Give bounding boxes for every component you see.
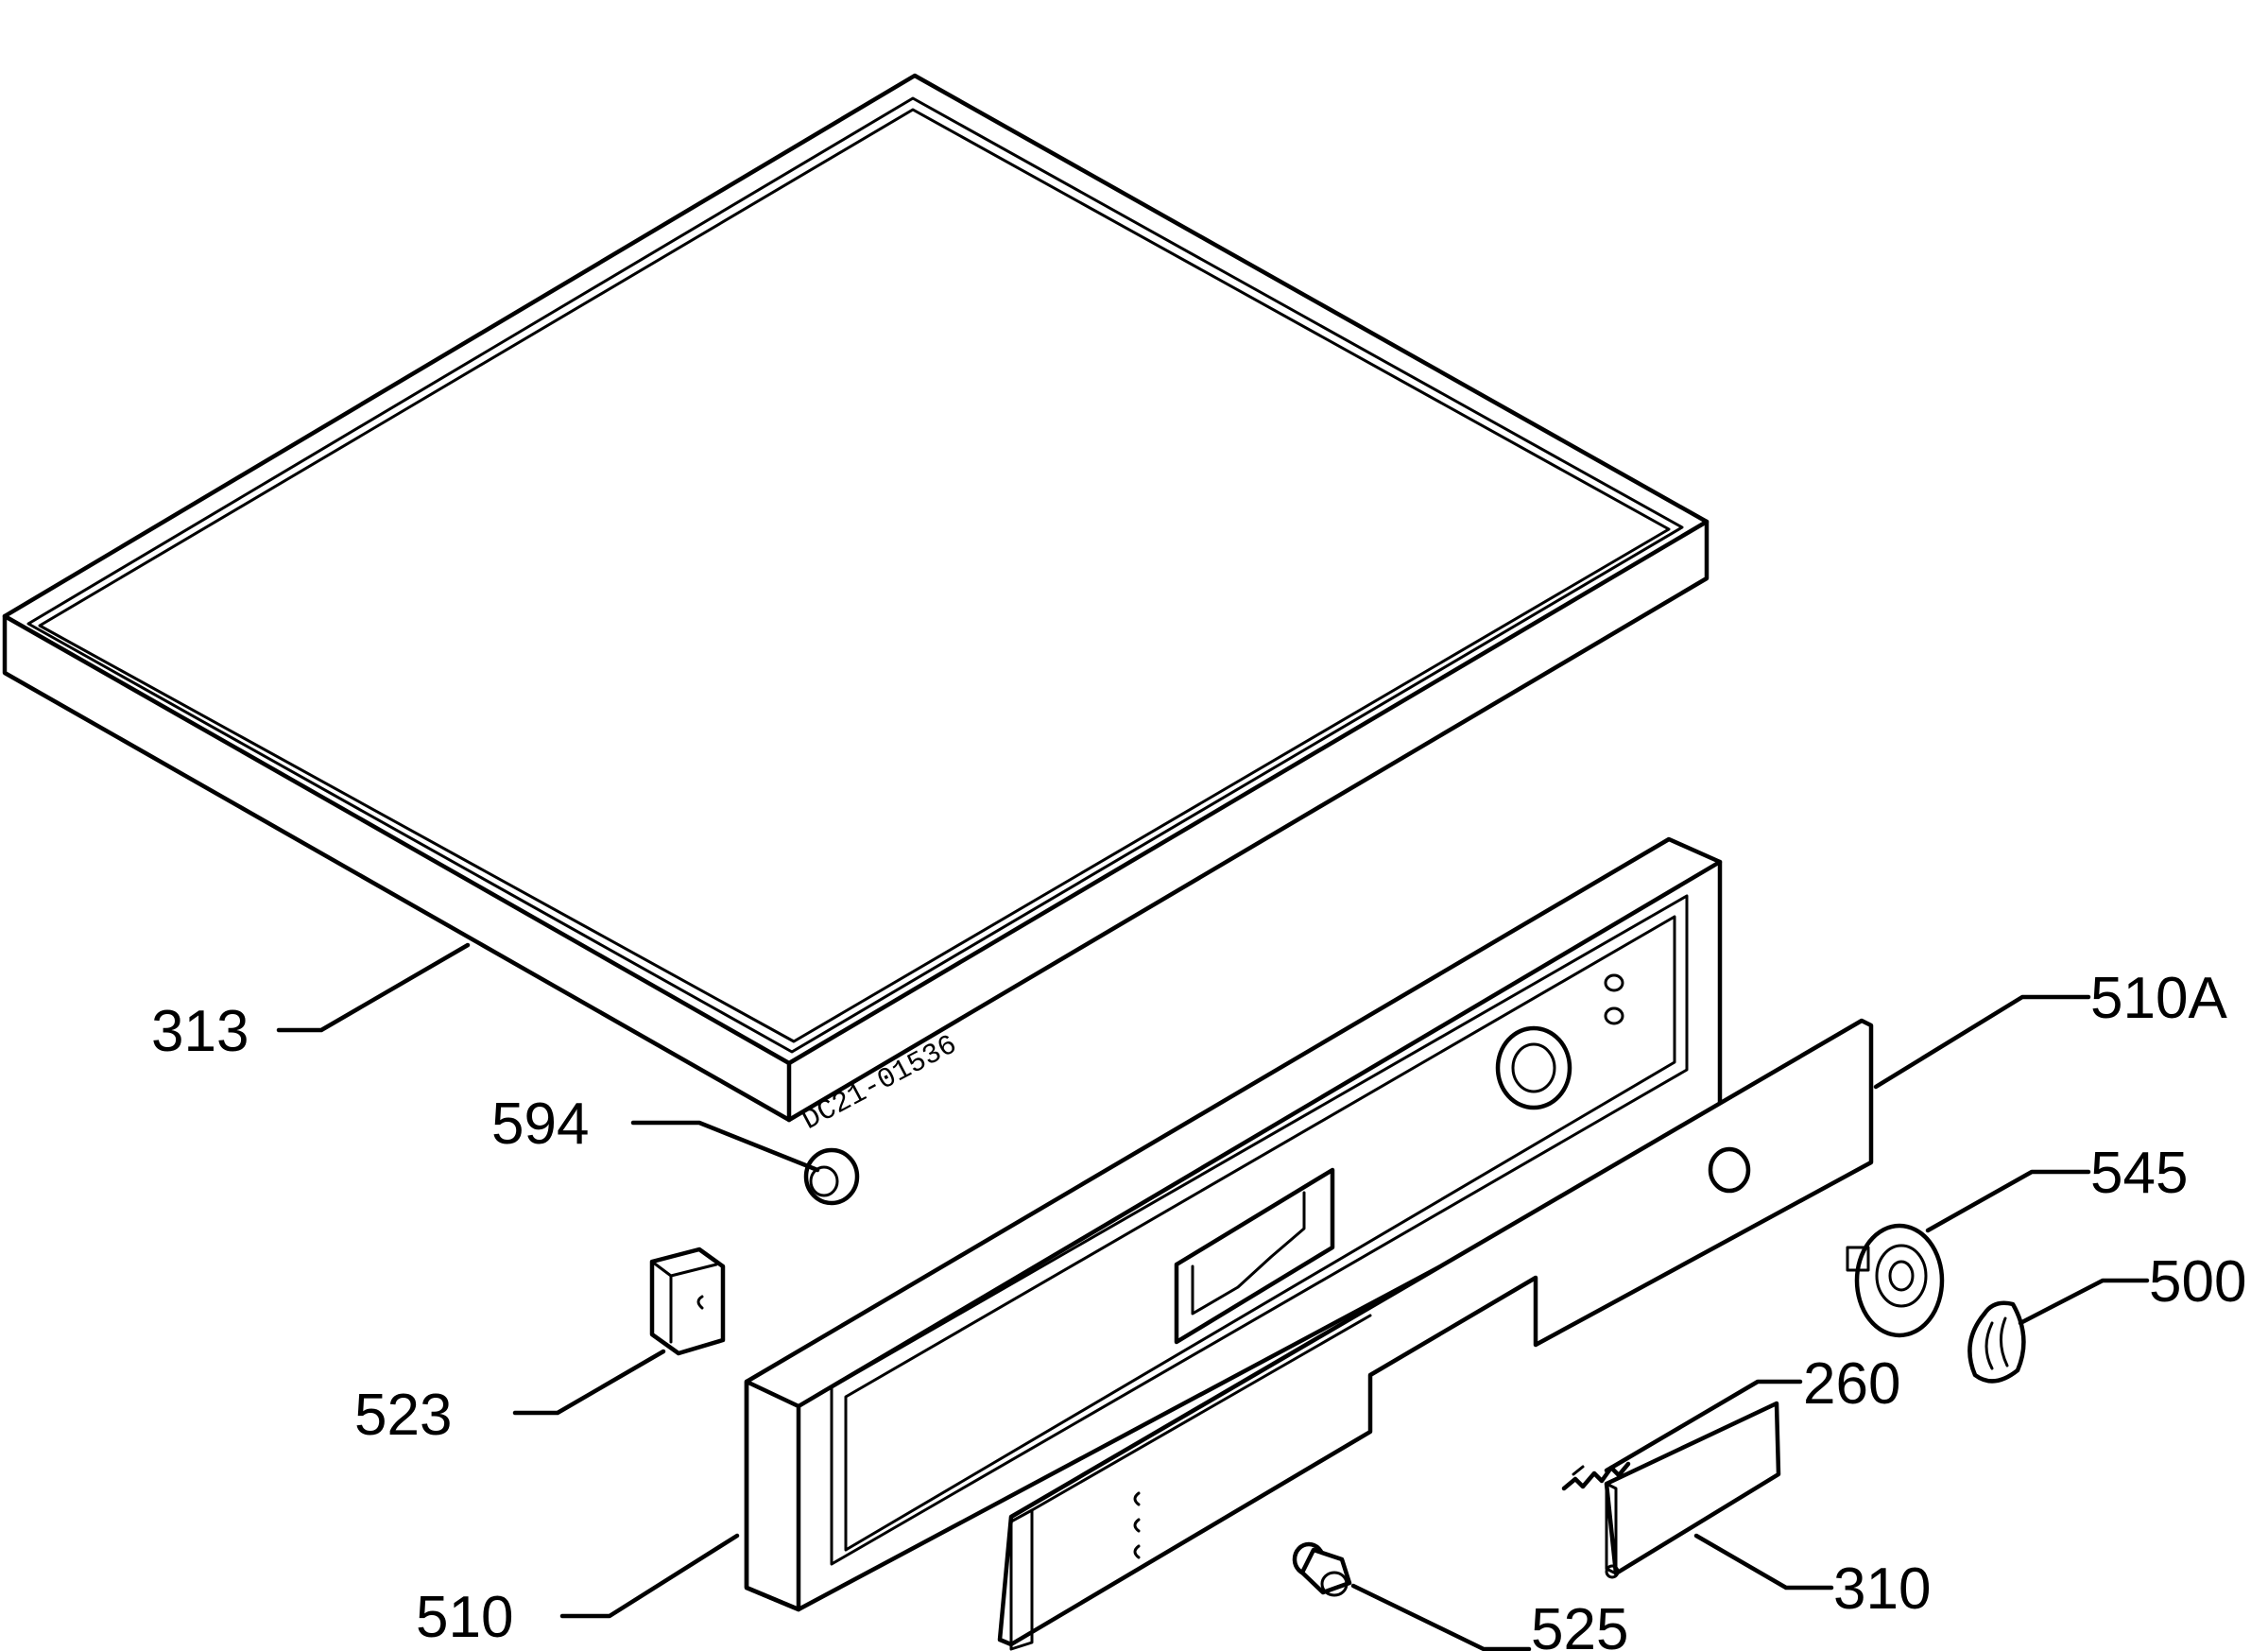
leader-545 bbox=[1925, 1169, 2091, 1233]
label-510a: 510A bbox=[2090, 966, 2227, 1031]
part-510a-facia-plate bbox=[997, 1018, 1874, 1651]
leader-313 bbox=[276, 942, 471, 1033]
label-545: 545 bbox=[2090, 1141, 2188, 1206]
part-500-control-knob bbox=[1967, 1300, 2026, 1384]
part-525-plunger bbox=[1292, 1541, 1352, 1597]
part-labels: 313 594 523 510 510A 545 500 260 310 525 bbox=[151, 966, 2246, 1651]
leader-523 bbox=[512, 1349, 666, 1416]
label-594: 594 bbox=[491, 1092, 589, 1157]
leader-510a bbox=[1873, 994, 2091, 1090]
label-260: 260 bbox=[1803, 1351, 1900, 1417]
label-313: 313 bbox=[151, 999, 249, 1064]
leader-310 bbox=[1693, 1533, 1834, 1591]
part-260-spring bbox=[1561, 1461, 1631, 1491]
leader-lines bbox=[276, 942, 2150, 1651]
leader-500 bbox=[2018, 1278, 2150, 1326]
label-310: 310 bbox=[1833, 1556, 1931, 1622]
label-500: 500 bbox=[2149, 1249, 2246, 1315]
part-313-top-cover bbox=[2, 73, 1710, 1123]
leader-525 bbox=[1350, 1583, 1532, 1651]
part-594-grommet bbox=[803, 1147, 860, 1206]
part-523-clip bbox=[649, 1247, 726, 1356]
label-510: 510 bbox=[416, 1585, 513, 1650]
label-523: 523 bbox=[354, 1383, 452, 1448]
leader-594 bbox=[630, 1120, 820, 1173]
part-510-control-panel-frame bbox=[744, 836, 1723, 1612]
label-525: 525 bbox=[1531, 1597, 1628, 1651]
part-310-door-cover bbox=[1604, 1401, 1781, 1579]
leader-260 bbox=[1604, 1379, 1803, 1473]
part-545-knob-flange bbox=[1846, 1223, 1945, 1338]
leader-510 bbox=[559, 1533, 740, 1619]
